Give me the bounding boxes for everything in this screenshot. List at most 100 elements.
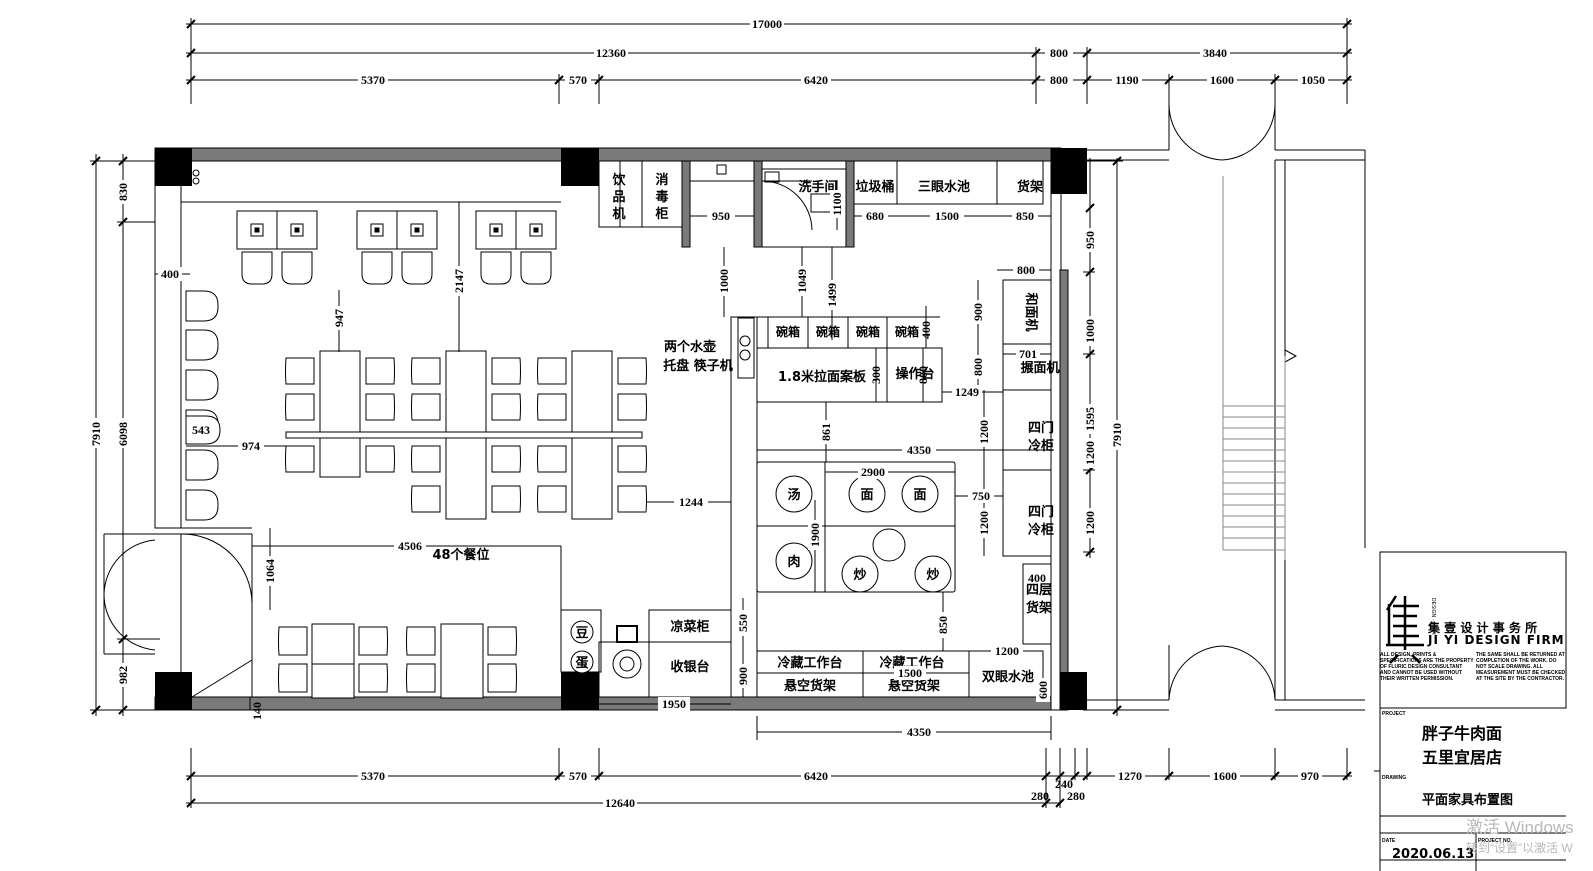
svg-text:5370: 5370 <box>361 73 385 87</box>
svg-text:750: 750 <box>972 489 990 503</box>
svg-text:1049: 1049 <box>795 269 809 293</box>
logo <box>1386 596 1424 663</box>
svg-text:1600: 1600 <box>1210 73 1234 87</box>
cashier-label: 收银台 <box>670 659 709 675</box>
svg-text:冷柜: 冷柜 <box>1028 438 1054 454</box>
svg-text:7910: 7910 <box>89 422 103 446</box>
cashier-zone <box>561 610 731 697</box>
svg-text:982: 982 <box>116 666 130 684</box>
right-doors <box>1087 104 1365 710</box>
sterilizer-label: 消毒柜 <box>654 172 668 222</box>
bottom-dimension-texts: 5370 570 6420 240 1270 1600 970 12640 28… <box>358 769 1322 810</box>
svg-text:900: 900 <box>736 667 750 685</box>
stove-circles <box>776 476 951 592</box>
kettles-label: 两个水壶 <box>664 339 716 355</box>
svg-text:2900: 2900 <box>861 465 885 479</box>
svg-text:4506: 4506 <box>398 539 422 553</box>
svg-text:800: 800 <box>916 366 930 384</box>
shelf-top-label: 货架 <box>1017 179 1043 195</box>
svg-text:6098: 6098 <box>116 422 130 446</box>
svg-text:1244: 1244 <box>679 495 703 509</box>
svg-text:1064: 1064 <box>263 559 277 583</box>
right-dimension-texts: 950 1000 1595 1200 1200 7910 <box>1083 228 1124 538</box>
svg-text:4350: 4350 <box>907 725 931 739</box>
svg-text:1200: 1200 <box>977 420 991 444</box>
work-table-label: 操作台 <box>895 366 934 382</box>
activation-watermark: 激活 Windows 转到“设置”以激活 W <box>1466 818 1574 855</box>
title-block-text: DESIGN · JI · YI 集 壹 设 计 事 务 所 JI YI DES… <box>1380 598 1566 862</box>
svg-text:680: 680 <box>866 209 884 223</box>
note-left: ALL DESIGN, PRINTS & SPECIFICATIONS ARE … <box>1380 652 1474 682</box>
svg-text:1595: 1595 <box>1083 407 1097 431</box>
svg-text:970: 970 <box>1301 769 1319 783</box>
svg-text:1200: 1200 <box>995 644 1019 658</box>
left-dimension-texts: 7910 6098 830 982 <box>89 180 130 687</box>
svg-text:850: 850 <box>1016 209 1034 223</box>
svg-text:1270: 1270 <box>1118 769 1142 783</box>
svg-text:1950: 1950 <box>662 697 686 711</box>
project-no-label: PROJECT NO. <box>1478 838 1513 844</box>
note-right: THE SAME SHALL BE RETURNED AT COMPLETION… <box>1476 652 1566 682</box>
svg-text:1200: 1200 <box>1083 511 1097 535</box>
svg-text:1249: 1249 <box>955 385 979 399</box>
logo-side-text: DESIGN · JI · YI <box>1430 598 1436 635</box>
watermark-line1: 激活 Windows <box>1466 818 1574 837</box>
bowl-box-2: 碗箱 <box>816 324 840 339</box>
fridge-2-label: 四门 <box>1028 504 1054 520</box>
meat-label: 肉 <box>787 554 800 570</box>
svg-text:1499: 1499 <box>825 283 839 307</box>
trash-label: 垃圾桶 <box>855 179 894 195</box>
tray-chopsticks-label: 托盘 筷子机 <box>663 358 733 374</box>
stairs <box>1223 176 1296 560</box>
svg-text:950: 950 <box>712 209 730 223</box>
inner-dimension-texts: 400 947 2147 543 974 1244 4506 1064 140 … <box>158 190 1050 739</box>
svg-text:6420: 6420 <box>804 769 828 783</box>
four-tier-shelf-label: 四层 <box>1026 583 1052 598</box>
svg-text:冷柜: 冷柜 <box>1028 522 1054 538</box>
svg-text:974: 974 <box>242 439 260 453</box>
svg-text:400: 400 <box>161 267 179 281</box>
svg-text:5370: 5370 <box>361 769 385 783</box>
stir-fry-2-label: 炒 <box>926 568 939 583</box>
svg-text:570: 570 <box>569 73 587 87</box>
svg-text:1600: 1600 <box>1213 769 1237 783</box>
svg-text:6420: 6420 <box>804 73 828 87</box>
svg-text:240: 240 <box>1055 777 1073 791</box>
cold-dish-cabinet-label: 凉菜柜 <box>670 619 709 635</box>
drawing-name: 平面家具布置图 <box>1422 792 1513 808</box>
svg-text:850: 850 <box>936 616 950 634</box>
window-seat-group <box>237 211 556 284</box>
svg-text:1190: 1190 <box>1115 73 1138 87</box>
company-cn: 集 壹 设 计 事 务 所 <box>1427 620 1537 635</box>
title-block <box>1374 552 1566 871</box>
company-en: JI YI DESIGN FIRM <box>1427 633 1565 647</box>
svg-text:550: 550 <box>736 614 750 632</box>
center-tables <box>286 351 647 519</box>
svg-text:800: 800 <box>1050 46 1068 60</box>
drawing-label: DRAWING <box>1382 775 1406 781</box>
svg-text:货架: 货架 <box>1026 600 1052 616</box>
bean-label: 豆 <box>575 626 588 641</box>
kitchen-interior-labels: 碗箱 碗箱 碗箱 碗箱 1.8米拉面案板 操作台 两个水壶 托盘 筷子机 和面机… <box>663 292 1059 694</box>
beverage-machine-label: 饮品机 <box>611 172 626 222</box>
bowl-box-1: 碗箱 <box>776 324 800 339</box>
svg-text:1100: 1100 <box>830 192 844 215</box>
svg-text:1900: 1900 <box>808 523 822 547</box>
svg-text:1000: 1000 <box>1083 319 1097 343</box>
svg-text:543: 543 <box>192 423 210 437</box>
svg-text:830: 830 <box>116 183 130 201</box>
svg-text:300: 300 <box>869 366 883 384</box>
stir-fry-1-label: 炒 <box>853 568 866 583</box>
date-label: DATE <box>1382 838 1396 844</box>
bar-counter-top <box>181 170 561 202</box>
svg-text:701: 701 <box>1019 347 1037 361</box>
svg-text:400: 400 <box>1028 571 1046 585</box>
wall-chairs-left <box>186 291 218 520</box>
svg-text:1050: 1050 <box>1301 73 1325 87</box>
bottom-dining-area <box>252 546 599 610</box>
double-sink-label: 双眼水池 <box>982 669 1034 685</box>
svg-text:800: 800 <box>1050 73 1068 87</box>
watermark-line2: 转到“设置”以激活 W <box>1466 840 1573 855</box>
svg-text:1500: 1500 <box>898 666 922 680</box>
